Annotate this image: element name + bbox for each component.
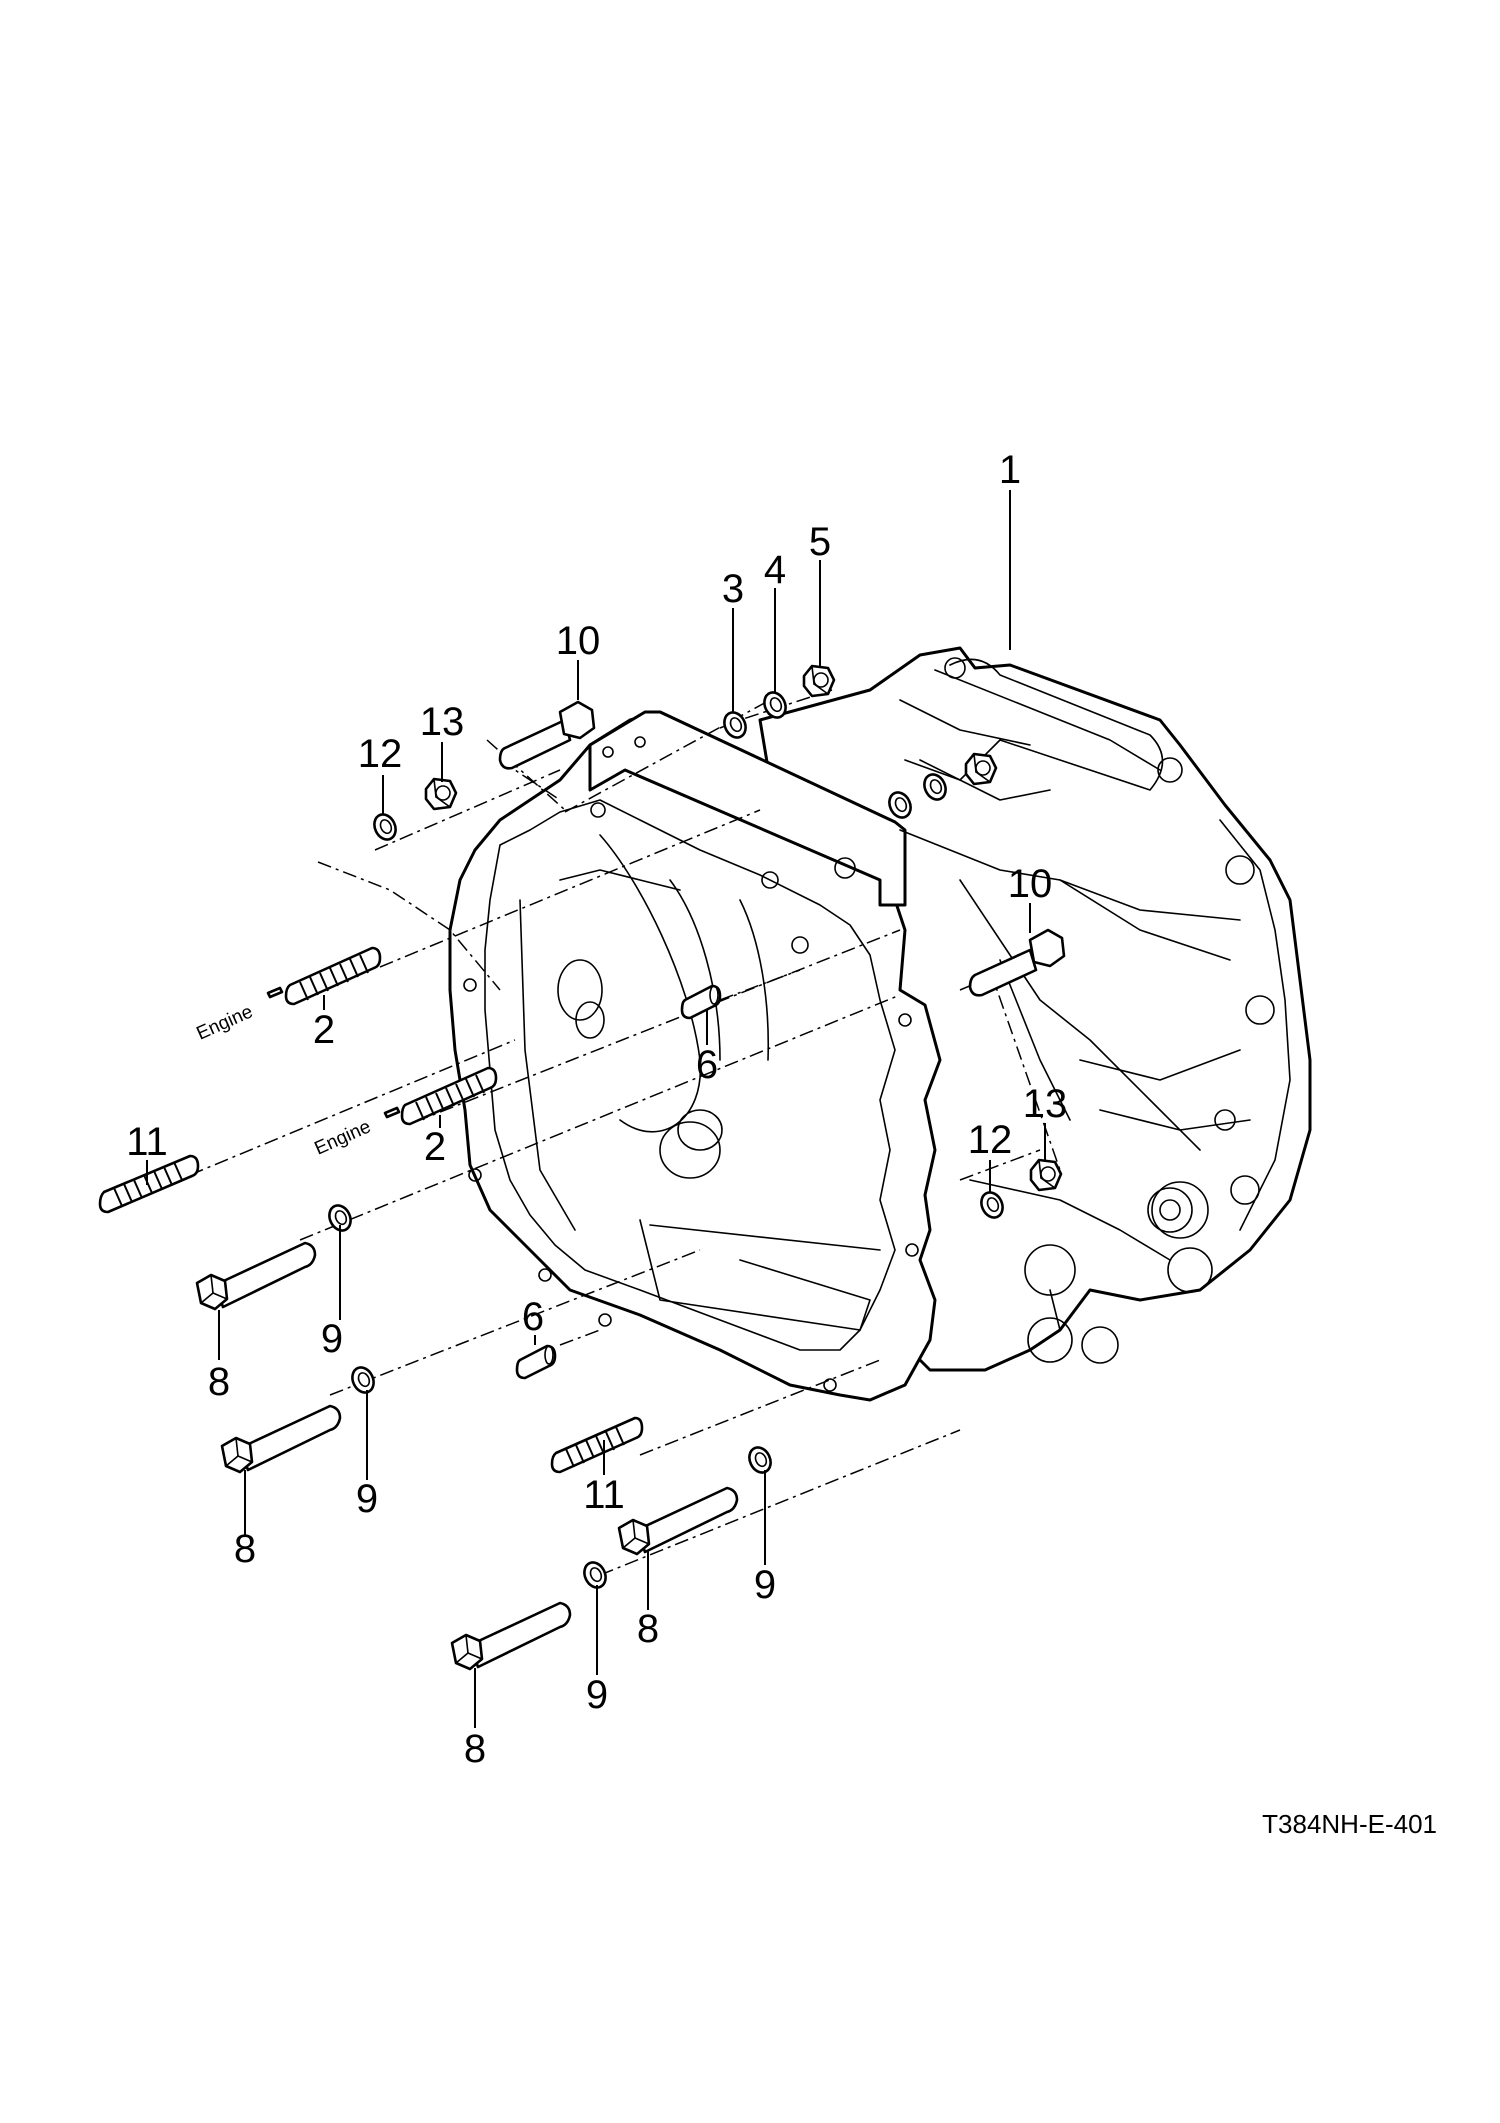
callout-10-top: 10 — [556, 619, 601, 663]
engine-label-upper: Engine — [193, 1001, 256, 1044]
bolt-part-10-top — [498, 700, 596, 770]
stud-part-2-upper — [284, 946, 382, 1006]
callout-9-d: 9 — [586, 1673, 608, 1717]
housing-inner-opening — [484, 799, 896, 1351]
callout-1: 1 — [999, 448, 1021, 492]
washer-part-3 — [719, 707, 751, 743]
assembly-lines — [189, 689, 1061, 1576]
callout-13-left: 13 — [420, 700, 465, 744]
bolt-part-8-d — [450, 1601, 572, 1671]
callout-6-lower: 6 — [522, 1295, 544, 1339]
washer-part-9-d — [579, 1557, 611, 1593]
nut-part-13-right — [1029, 1158, 1063, 1192]
callout-11-left: 11 — [126, 1120, 168, 1164]
stud-part-11-left — [98, 1154, 200, 1214]
flange-bolt-holes — [463, 736, 919, 1392]
callout-8-a: 8 — [208, 1360, 230, 1404]
leader-lines — [146, 490, 1046, 1728]
callout-5: 5 — [809, 520, 831, 564]
callout-10-right: 10 — [1008, 862, 1053, 906]
callouts: 1 3 4 5 10 12 13 10 12 13 2 2 6 6 11 11 … — [126, 448, 1067, 1771]
callout-12-right: 12 — [968, 1118, 1013, 1162]
transmission-housing — [448, 646, 1312, 1402]
fasteners — [98, 664, 1066, 1671]
bolt-part-8-a — [195, 1241, 317, 1311]
nut-part-13-left — [424, 777, 458, 811]
stud-part-11-bottom — [550, 1416, 644, 1474]
washer-part-9-c — [744, 1442, 776, 1478]
callout-12-left: 12 — [358, 732, 403, 776]
callout-13-right: 13 — [1023, 1082, 1068, 1126]
engine-arrow-upper — [266, 986, 284, 999]
dowel-part-6-lower — [515, 1344, 557, 1380]
callout-11-bottom: 11 — [583, 1473, 625, 1517]
dowel-part-6-upper — [680, 984, 722, 1020]
housing-front-flange — [448, 710, 942, 1402]
engine-arrow-lower — [383, 1106, 401, 1119]
nut-part-5 — [802, 664, 836, 698]
callout-3: 3 — [722, 567, 744, 611]
washer-part-9-b — [347, 1362, 379, 1398]
callout-9-a: 9 — [321, 1317, 343, 1361]
callout-8-c: 8 — [637, 1607, 659, 1651]
callout-6-upper: 6 — [696, 1043, 718, 1087]
drawing-code: T384NH-E-401 — [1262, 1809, 1437, 1839]
callout-9-c: 9 — [754, 1563, 776, 1607]
callout-9-b: 9 — [356, 1477, 378, 1521]
engine-label-lower: Engine — [311, 1116, 374, 1159]
callout-2-lower: 2 — [424, 1125, 446, 1169]
bolt-part-10-right — [968, 928, 1066, 997]
stud-part-2-lower — [400, 1066, 498, 1126]
housing-top-pad — [588, 710, 907, 907]
callout-4: 4 — [764, 548, 786, 592]
callout-8-d: 8 — [464, 1727, 486, 1771]
callout-2-upper: 2 — [313, 1008, 335, 1052]
bolt-part-8-b — [220, 1404, 342, 1474]
washer-part-12-left — [369, 809, 401, 845]
callout-8-b: 8 — [234, 1527, 256, 1571]
